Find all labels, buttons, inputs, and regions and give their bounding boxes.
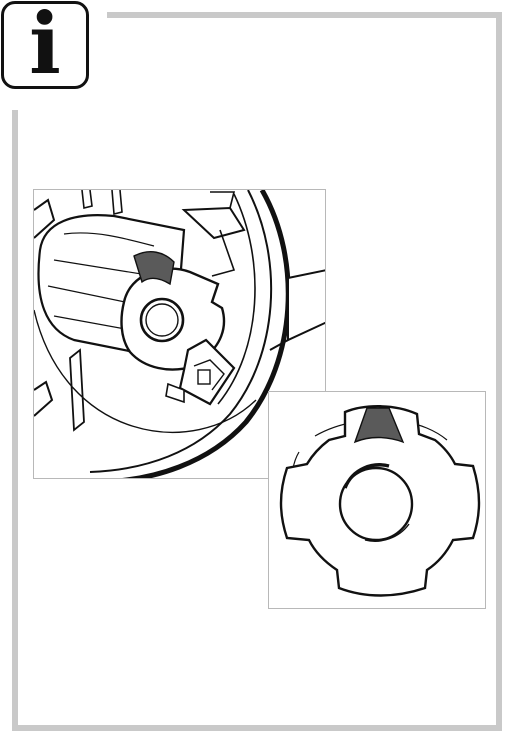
detail-inset-panel <box>268 391 486 609</box>
hub-plate-detail-illustration <box>279 405 481 597</box>
alignment-marker-icon <box>353 407 405 444</box>
hose-reel-hub-illustration <box>34 190 325 478</box>
information-glyph: i <box>29 0 61 93</box>
information-icon: i <box>1 0 89 93</box>
